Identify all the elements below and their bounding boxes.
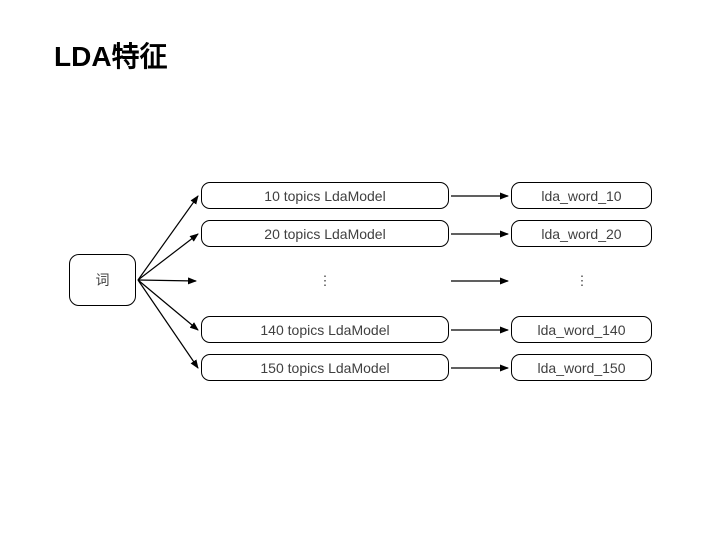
node-output-lda-word-140: lda_word_140: [511, 316, 652, 343]
arrow-word-to-ellipsis: [137, 277, 197, 285]
slide-title: LDA特征: [54, 41, 168, 72]
node-model-140-topics: 140 topics LdaModel: [201, 316, 449, 343]
arrow-word-to-model-150: [137, 279, 199, 369]
node-word-label: 词: [95, 272, 110, 288]
node-output-lda-word-150: lda_word_150: [511, 354, 652, 381]
node-output-lda-word-10: lda_word_10: [511, 182, 652, 209]
arrow-group: [137, 192, 509, 372]
node-model-150-topics: 150 topics LdaModel: [201, 354, 449, 381]
arrow-word-to-model-140: [137, 279, 199, 331]
ellipsis-models: ⋮: [318, 273, 332, 288]
node-word: 词: [69, 254, 136, 306]
arrow-word-to-model-20: [137, 233, 199, 281]
node-model-20-topics: 20 topics LdaModel: [201, 220, 449, 247]
node-model-10-topics: 10 topics LdaModel: [201, 182, 449, 209]
node-output-lda-word-20: lda_word_20: [511, 220, 652, 247]
ellipsis-outputs: ⋮: [575, 273, 589, 288]
arrow-word-to-model-10: [137, 195, 199, 281]
